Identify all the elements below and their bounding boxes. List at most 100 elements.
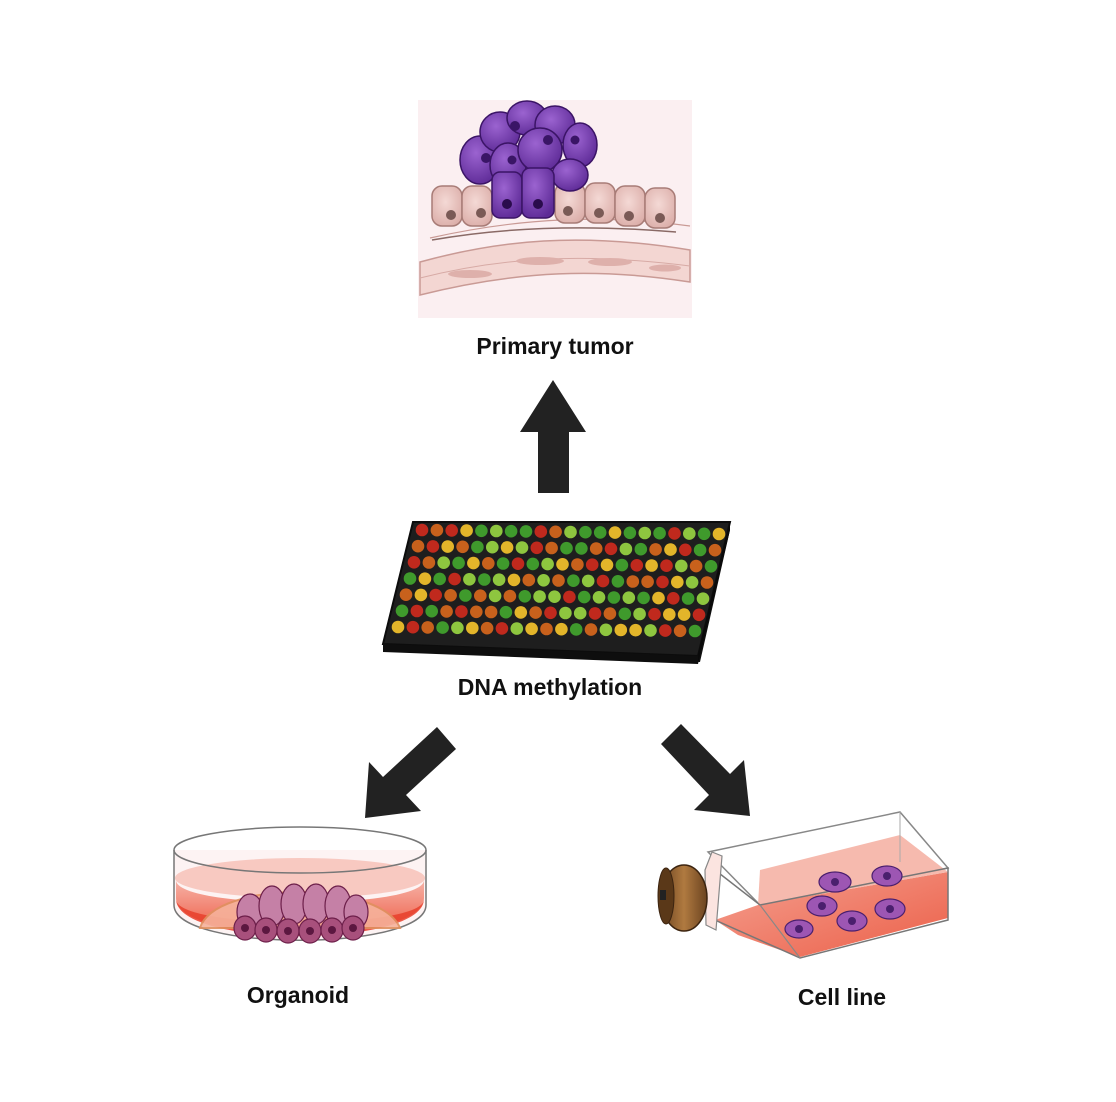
array-dot <box>533 590 546 603</box>
array-dot <box>448 572 461 586</box>
array-dot <box>480 621 494 635</box>
array-dot <box>569 623 583 636</box>
array-dot <box>585 558 599 571</box>
flask-cells <box>784 865 906 939</box>
array-dot <box>563 590 576 604</box>
array-dot <box>641 575 654 588</box>
array-dot <box>482 557 495 570</box>
dna-methylation-array <box>381 521 732 664</box>
array-dot <box>592 591 606 604</box>
array-dot <box>407 556 421 569</box>
array-dot <box>599 623 613 637</box>
array-dot <box>653 526 666 540</box>
array-dot <box>503 589 517 603</box>
array-dot <box>544 606 557 620</box>
array-dot <box>660 559 673 572</box>
array-dot <box>529 606 542 619</box>
array-dot <box>414 588 428 602</box>
array-dot <box>685 576 699 589</box>
array-dot <box>679 543 692 557</box>
organoid-label: Organoid <box>246 982 350 1008</box>
array-dot <box>486 540 499 554</box>
array-dot <box>671 575 684 589</box>
array-dot <box>519 525 533 538</box>
array-dot <box>688 624 702 638</box>
array-dot <box>593 526 607 539</box>
array-dot <box>406 620 420 634</box>
array-dot <box>451 621 464 635</box>
array-dot <box>581 574 595 588</box>
array-dot <box>611 575 625 588</box>
dna-methylation-label: DNA methylation <box>457 674 643 700</box>
array-dot <box>492 573 506 586</box>
array-dot <box>425 604 439 618</box>
array-dot <box>430 523 444 537</box>
array-dot <box>466 621 479 635</box>
array-dot <box>712 527 726 541</box>
array-dot <box>441 540 455 553</box>
array-dot <box>673 624 687 638</box>
array-dot <box>560 541 573 555</box>
array-dot <box>525 622 538 636</box>
array-dot <box>604 542 618 556</box>
array-dot <box>589 542 603 555</box>
array-dot <box>478 573 491 586</box>
array-dot <box>596 574 610 588</box>
array-dot <box>600 558 614 572</box>
array-dot <box>500 541 514 554</box>
array-dot <box>552 574 565 587</box>
array-dot <box>556 558 569 571</box>
array-dot <box>455 605 468 618</box>
array-dot <box>515 541 529 554</box>
epithelium-layer <box>431 182 677 241</box>
array-dot <box>522 573 536 587</box>
array-dot <box>648 607 661 621</box>
array-dot <box>645 559 658 572</box>
array-dot <box>637 591 650 605</box>
array-dot <box>403 572 417 585</box>
array-dot <box>708 543 722 557</box>
array-dot <box>588 607 602 620</box>
array-dot <box>615 558 629 572</box>
array-dot <box>467 556 480 570</box>
array-dot <box>526 557 540 571</box>
array-dot <box>429 588 443 602</box>
organoid-dish-illustration <box>173 826 427 944</box>
array-dot <box>507 573 521 587</box>
array-dot <box>667 592 680 605</box>
array-dot <box>511 557 525 570</box>
array-dot <box>471 540 484 554</box>
array-dot <box>608 526 622 539</box>
array-dot <box>496 557 510 570</box>
array-dot <box>545 541 558 555</box>
array-dot <box>540 622 553 636</box>
array-dot <box>696 592 710 605</box>
array-dot <box>630 559 644 572</box>
array-dot <box>622 591 636 604</box>
array-dots <box>391 523 726 638</box>
array-dot <box>495 622 509 635</box>
arrow-to-primary-tumor <box>520 380 586 493</box>
array-dot <box>603 607 617 620</box>
array-dot <box>411 539 425 553</box>
array-dot <box>490 524 503 538</box>
tumor-mass <box>459 100 598 219</box>
array-dot <box>410 604 424 618</box>
array-dot <box>577 590 591 604</box>
array-dot <box>644 624 657 637</box>
array-dot <box>444 589 457 602</box>
array-dot <box>584 623 598 636</box>
array-dot <box>656 575 669 589</box>
array-dot <box>399 588 413 601</box>
array-dot <box>681 592 695 605</box>
array-dot <box>652 591 665 605</box>
array-dot <box>548 590 561 603</box>
array-dot <box>619 542 633 556</box>
array-dot <box>564 525 577 539</box>
array-dot <box>530 541 544 555</box>
array-dot <box>575 542 588 555</box>
array-dot <box>692 608 706 622</box>
cell-line-flask-illustration <box>657 811 950 959</box>
array-dot <box>488 589 502 603</box>
primary-tumor-label: Primary tumor <box>476 333 634 359</box>
